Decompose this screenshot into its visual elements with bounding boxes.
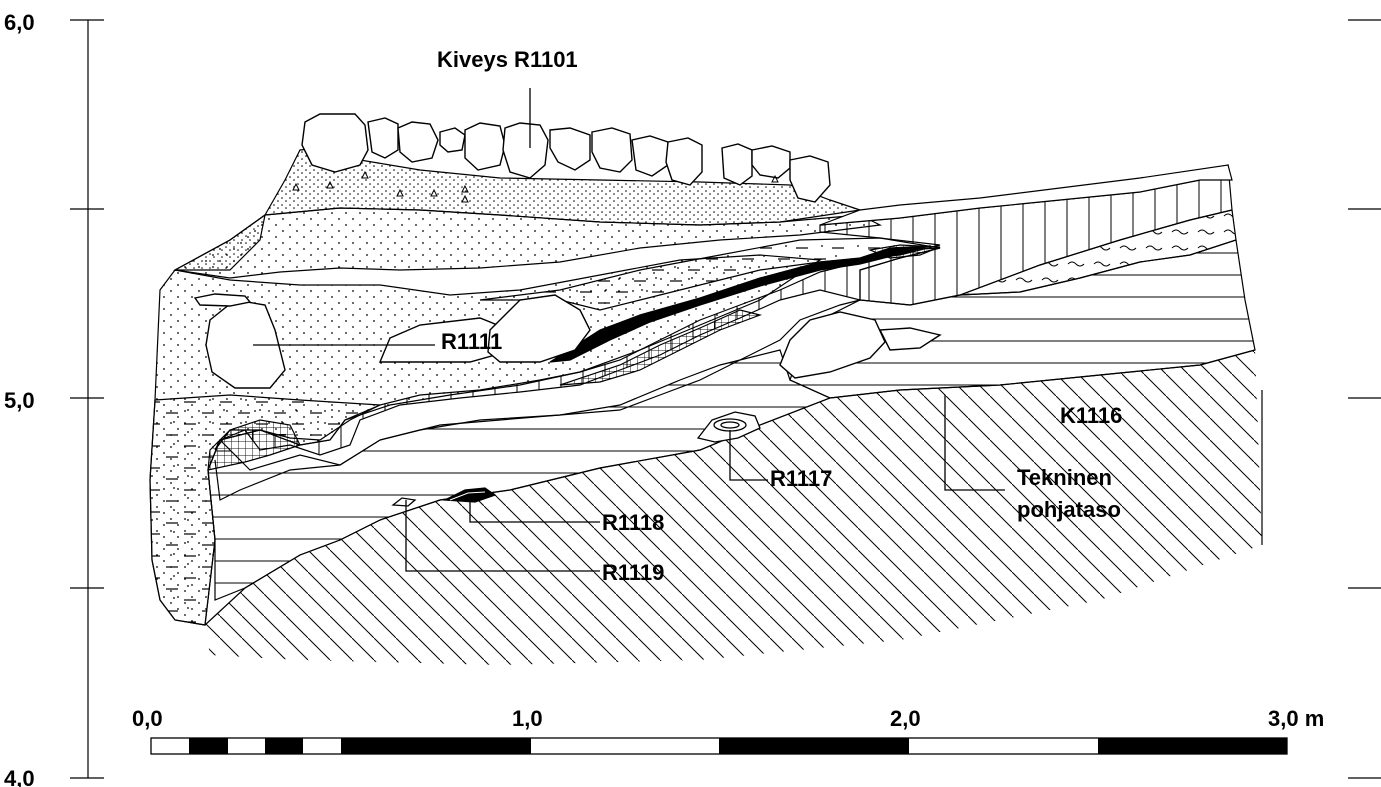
- vertical-hatch-band-main: [214, 247, 941, 456]
- stone: [878, 327, 942, 351]
- elevation-tick-label: 4,0: [4, 766, 35, 787]
- scale-segment: [189, 738, 228, 754]
- right-elevation-ticks: [1348, 19, 1381, 779]
- paving-stone: [721, 143, 753, 186]
- label-k1116: K1116: [1060, 403, 1122, 428]
- stone: [193, 293, 252, 307]
- paving-stone: [665, 137, 703, 186]
- leader-lines: [253, 88, 1005, 572]
- charcoal-layer: [549, 245, 931, 363]
- feature-r1119: [391, 497, 417, 507]
- scale-label: 2,0: [890, 706, 921, 731]
- label-r1117: R1117: [770, 466, 832, 491]
- crosshatch-lens-left: [207, 419, 301, 471]
- horizontal-layer-bottom: [207, 349, 832, 601]
- elevation-tick-label: 6,0: [4, 10, 35, 35]
- paving-stone: [439, 127, 466, 153]
- paving-stone: [549, 127, 591, 171]
- paving-stone: [301, 113, 369, 173]
- stones: [193, 113, 942, 389]
- label-pohjataso: pohjataso: [1017, 497, 1121, 522]
- elevation-tick-label: 5,0: [4, 388, 35, 413]
- label-r1111: R1111: [441, 329, 502, 354]
- scale-segment: [719, 738, 909, 754]
- scale-label: 1,0: [512, 706, 543, 731]
- paving-stone: [789, 155, 831, 203]
- subsoil-layer-k1116: [205, 350, 1262, 665]
- label-r1119: R1119: [602, 560, 664, 585]
- soil-layers: [149, 147, 1263, 665]
- gravel-marks: [292, 170, 779, 203]
- scale-label: 3,0 m: [1268, 706, 1324, 731]
- stone: [487, 294, 591, 363]
- scale-segment: [265, 738, 303, 754]
- paving-stone: [464, 122, 506, 171]
- scale-segment: [341, 738, 531, 754]
- label-r1118: R1118: [602, 510, 664, 535]
- label-tekninen: Tekninen: [1017, 465, 1112, 490]
- label-kiveys: Kiveys R1101: [437, 47, 578, 72]
- stone: [378, 317, 512, 363]
- labels: Kiveys R1101 R1111 K1116 R1117 Tekninen …: [437, 47, 1122, 585]
- feature-r1117: [696, 411, 761, 443]
- scale-label: 0,0: [132, 706, 163, 731]
- crosshatch-lens-middle: [559, 309, 763, 386]
- paving-stone: [591, 127, 633, 173]
- paving-stone: [367, 117, 399, 159]
- paving-stone: [631, 135, 669, 177]
- scale-segment: [1098, 738, 1287, 754]
- sloped-band-top: [819, 164, 1233, 226]
- small-features: [391, 411, 761, 507]
- paving-stone: [397, 121, 439, 163]
- scale-bar: 0,0 1,0 2,0 3,0 m: [132, 706, 1324, 755]
- paving-stone: [502, 122, 549, 179]
- paving-stone: [751, 145, 791, 179]
- elevation-axis: 6,0 5,0 4,0: [4, 10, 104, 787]
